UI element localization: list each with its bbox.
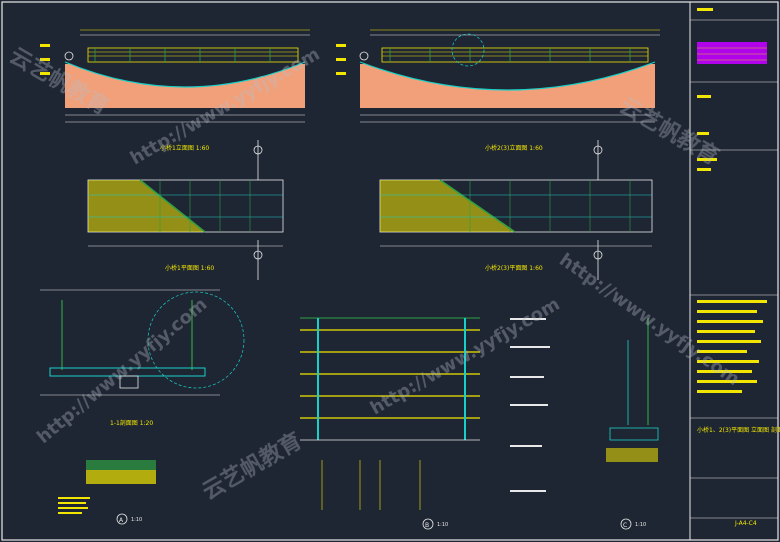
section-marker-1: [253, 140, 603, 280]
elevation-1-title: 小桥1立面图 1:60: [160, 144, 209, 152]
detail-a-label: A: [119, 517, 124, 524]
company-logo: [697, 42, 767, 64]
section-1-1-view: [40, 289, 245, 396]
watermark-url-4: http://www.yyfjy.com: [555, 250, 743, 391]
detail-b-label: B: [425, 522, 429, 529]
watermark-brand-2: 云艺帆教育: [198, 428, 306, 506]
detail-c-label: C: [623, 522, 627, 529]
detail-c-view: [606, 318, 659, 530]
plan-2-title: 小桥2(3)平面图 1:60: [485, 264, 543, 272]
watermark: 云艺帆教育 云艺帆教育 云艺帆教育 http://www.yyfjy.com h…: [5, 43, 743, 506]
elevation-2-view: [336, 29, 660, 123]
elevation-2-title: 小桥2(3)立面图 1:60: [485, 144, 543, 152]
watermark-brand-3: 云艺帆教育: [615, 93, 723, 171]
plan-1-title: 小桥1平面图 1:60: [165, 264, 214, 272]
drawing-number: J-A4-C4: [734, 520, 757, 527]
detail-a-scale: 1:10: [131, 517, 142, 523]
title-block: [690, 8, 778, 519]
detail-a-view: [58, 460, 156, 525]
elevation-1-view: [40, 29, 310, 123]
section-1-1-title: 1-1剖面图 1:20: [110, 419, 153, 427]
plan-1-view: [87, 179, 284, 247]
detail-b-scale: 1:10: [437, 522, 448, 528]
drawing-name: 小桥1、2(3)平面图 立面图 剖面图 详图: [697, 426, 780, 434]
plan-2-view: [379, 179, 653, 247]
detail-c-scale: 1:10: [635, 522, 646, 528]
detail-b-view: [300, 317, 550, 530]
